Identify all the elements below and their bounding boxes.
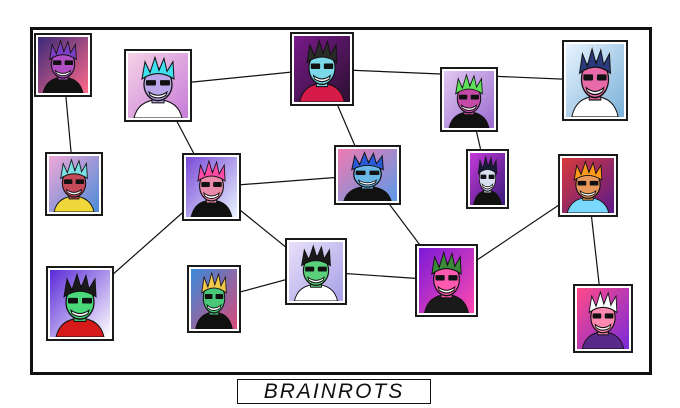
avatar-halo-pink-skin-icon [577,288,629,349]
avatar-node-1 [34,33,92,97]
avatar-node-15 [573,284,633,353]
avatar-pink-horned-mask-icon [419,248,474,313]
avatar-node-10 [558,154,618,217]
avatar-white-mohawk-icon [470,153,505,205]
avatar-node-9 [466,149,509,209]
avatar-navy-spiky-pink-mask-icon [566,44,624,117]
avatar-node-8 [334,145,401,205]
avatar-green-hair-sunglasses-icon [444,71,494,128]
avatar-purple-beanie-sunglasses-icon [38,37,88,93]
avatar-node-6 [45,152,103,216]
avatar-node-11 [285,238,347,305]
avatar-cyan-hair-grin-icon [128,53,188,118]
avatar-pink-spiky-hair-icon [186,157,237,217]
avatar-node-12 [415,244,478,317]
avatar-node-13 [46,266,114,341]
avatar-blonde-green-skin-icon [191,269,237,329]
avatar-green-skin-red-mouth-icon [50,270,110,337]
avatar-blue-mohawk-visor-icon [338,149,397,201]
avatar-node-2 [124,49,192,122]
avatar-cyborg-dark-hair-icon [294,36,350,102]
avatar-node-7 [182,153,241,221]
avatar-node-14 [187,265,241,333]
avatar-fire-hair-glow-eyes-icon [562,158,614,213]
avatar-node-5 [562,40,628,121]
avatar-node-3 [290,32,354,106]
diagram-title: BRAINROTS [237,379,431,404]
avatar-node-4 [440,67,498,132]
avatar-black-hair-grin-icon [289,242,343,301]
avatar-goggles-cap-icon [49,156,99,212]
